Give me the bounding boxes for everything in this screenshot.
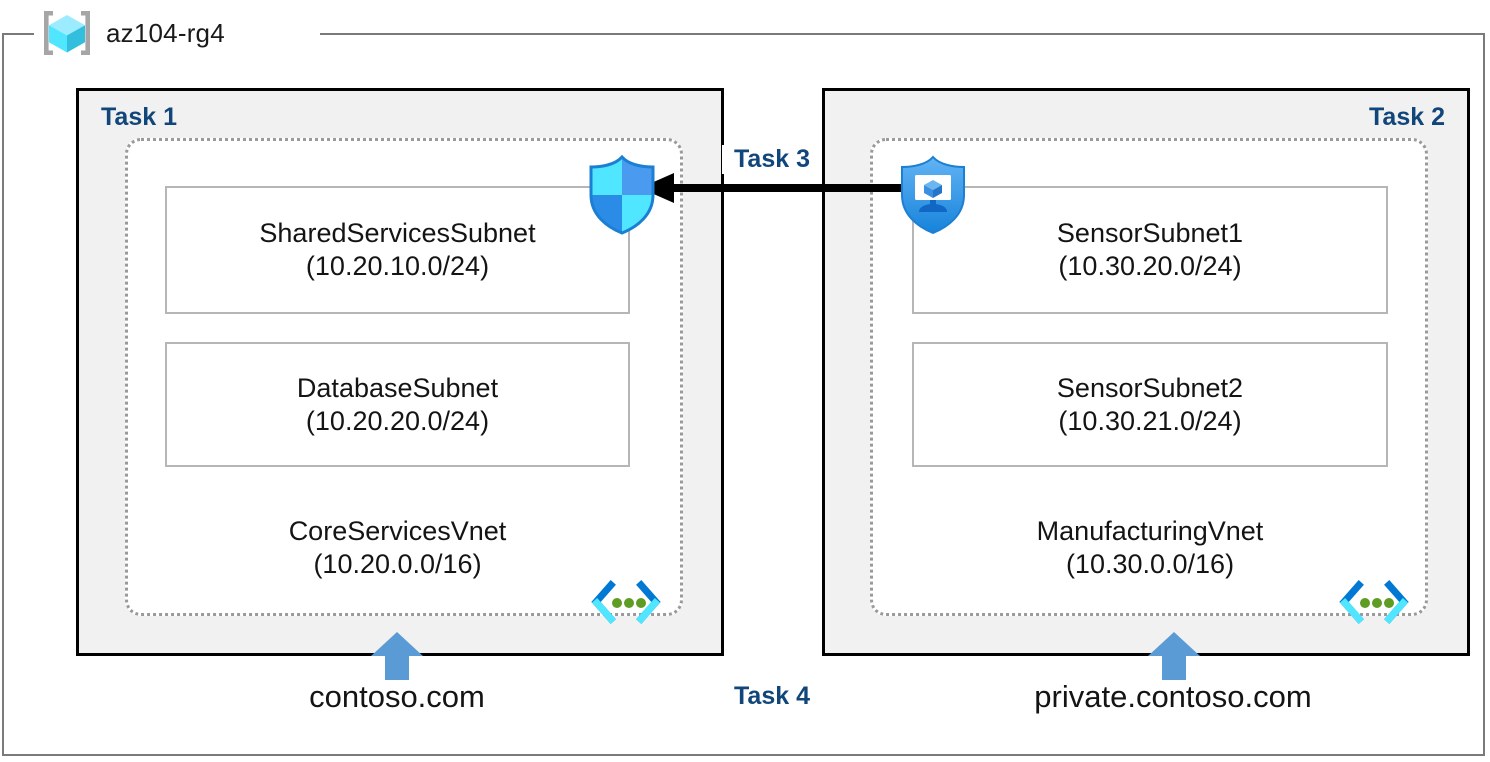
shield-vm-bastion-icon	[896, 155, 970, 235]
task-4-label: Task 4	[734, 682, 810, 710]
subnet-cidr: (10.20.20.0/24)	[305, 405, 490, 436]
vnet-peering-arrow	[640, 173, 930, 203]
resource-group-title-mask	[34, 24, 320, 44]
subnet-name: SensorSubnet2	[1056, 372, 1244, 403]
task-2-label: Task 2	[1369, 103, 1445, 131]
subnet-cidr: (10.20.10.0/24)	[305, 251, 490, 281]
subnet-name: SharedServicesSubnet	[259, 218, 536, 249]
dns-zone-public-label: contoso.com	[309, 679, 485, 714]
virtual-network-icon	[1338, 580, 1410, 626]
manufacturing-vnet-label: ManufacturingVnet (10.30.0.0/16)	[912, 515, 1388, 581]
subnet-name: DatabaseSubnet	[296, 372, 499, 403]
resource-group-header: az104-rg4	[40, 4, 225, 62]
vnet-name: CoreServicesVnet	[288, 516, 507, 546]
vnet-cidr: (10.30.0.0/16)	[1065, 548, 1235, 579]
subnet-cidr: (10.30.21.0/24)	[1058, 405, 1242, 436]
task-3-label: Task 3	[722, 145, 822, 174]
task-1-label: Task 1	[101, 103, 177, 131]
dns-zone-private-label: private.contoso.com	[1034, 679, 1312, 714]
resource-group-name: az104-rg4	[106, 17, 225, 48]
subnet-sensor-2[interactable]: SensorSubnet2 (10.30.21.0/24)	[912, 342, 1388, 467]
core-services-vnet-label: CoreServicesVnet (10.20.0.0/16)	[165, 515, 630, 581]
resource-group-frame	[2, 33, 1485, 756]
vnet-cidr: (10.20.0.0/16)	[313, 548, 482, 579]
subnet-sensor-1[interactable]: SensorSubnet1 (10.30.20.0/24)	[912, 186, 1388, 314]
up-arrow-icon	[371, 632, 423, 680]
vnet-name: ManufacturingVnet	[1036, 516, 1264, 546]
subnet-name: SensorSubnet1	[1056, 218, 1244, 249]
virtual-network-icon	[590, 580, 662, 626]
shield-nsg-icon	[585, 154, 659, 235]
resource-group-cube-icon	[40, 8, 94, 58]
subnet-cidr: (10.30.20.0/24)	[1058, 251, 1242, 281]
subnet-shared-services[interactable]: SharedServicesSubnet (10.20.10.0/24)	[165, 186, 630, 314]
up-arrow-icon	[1148, 632, 1200, 680]
subnet-database[interactable]: DatabaseSubnet (10.20.20.0/24)	[165, 342, 630, 467]
